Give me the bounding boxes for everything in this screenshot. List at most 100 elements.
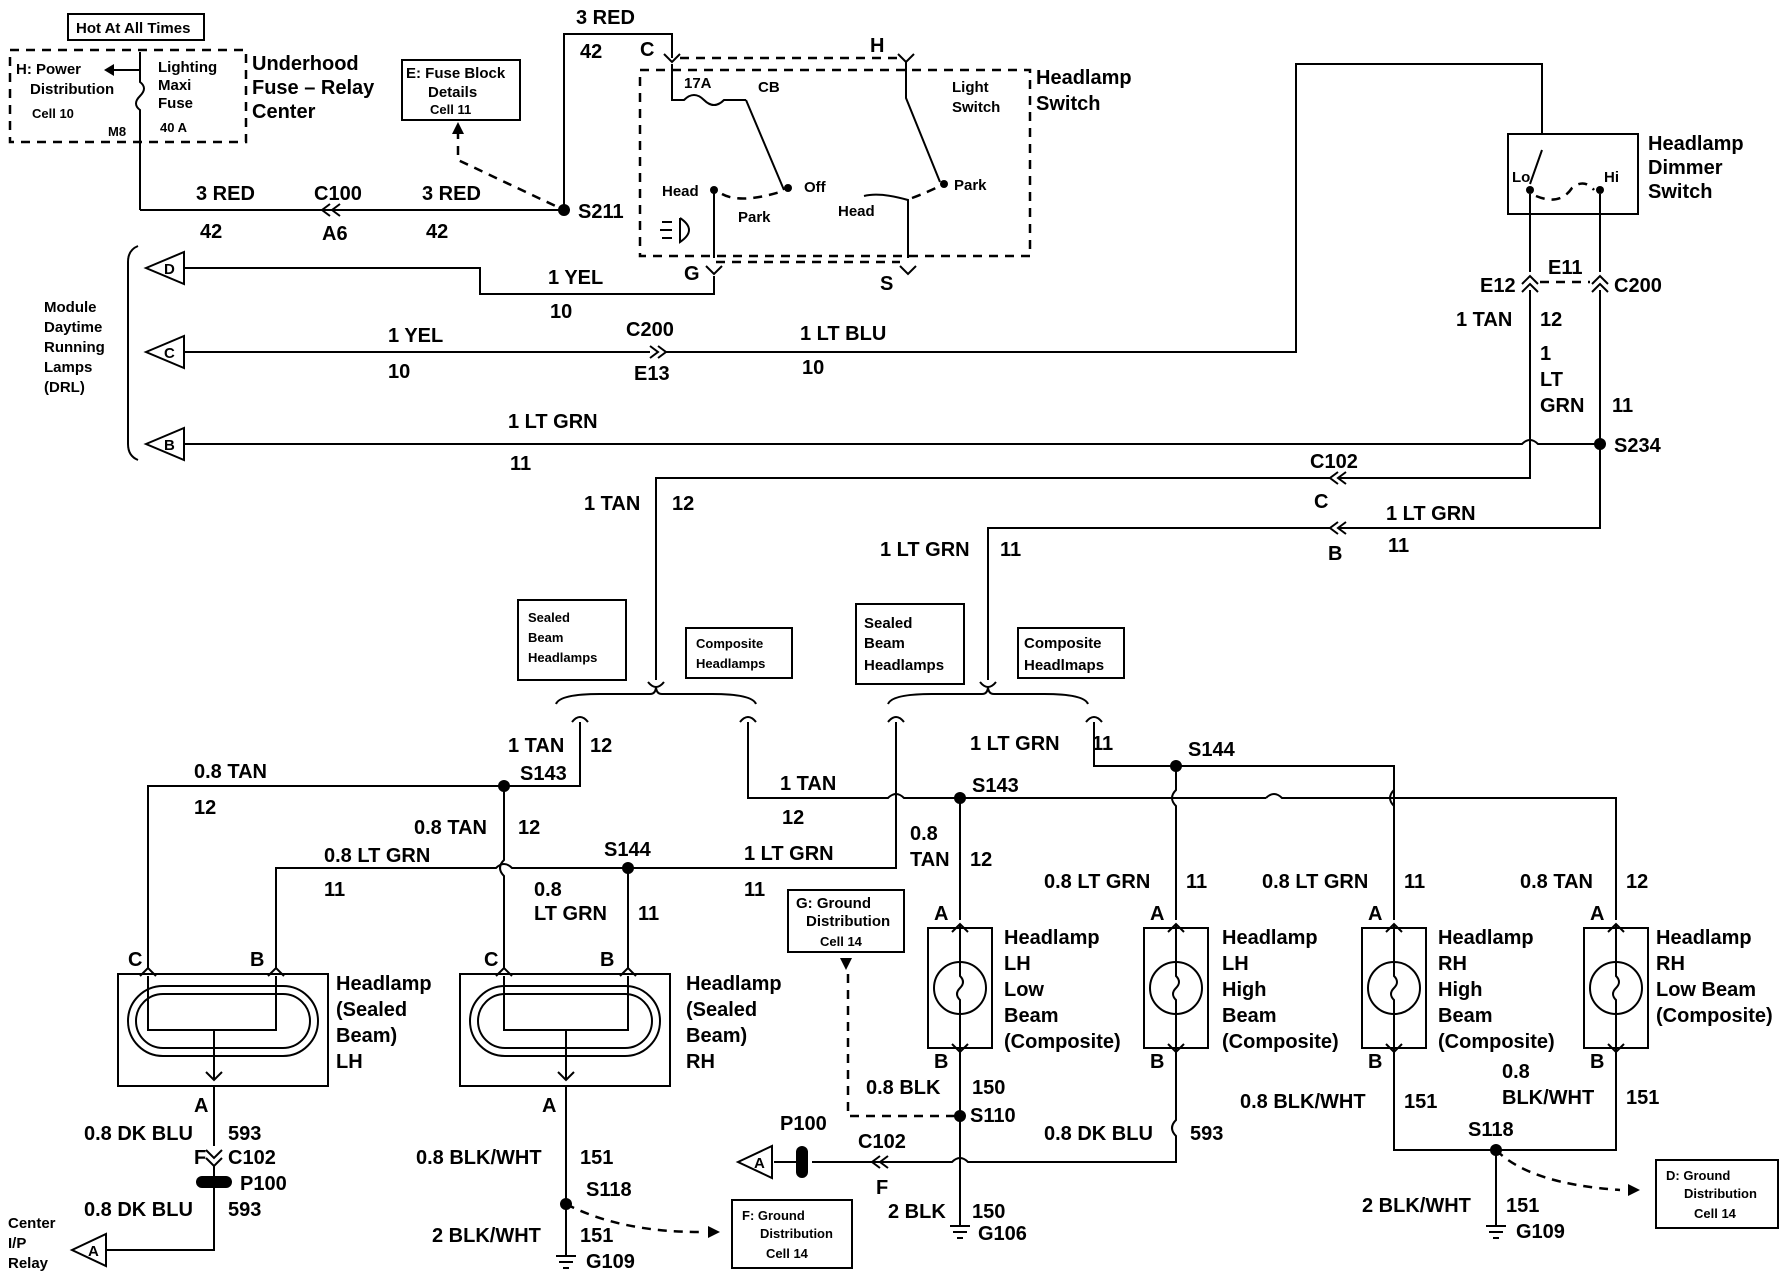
- ground-g106-icon: [950, 1225, 970, 1239]
- circuit-151-ground-right: 151: [1506, 1195, 1539, 1217]
- connector-p100-bottom-label: P100: [780, 1113, 827, 1135]
- circuit-42-left: 42: [200, 221, 222, 243]
- switch-off-label: Off: [804, 179, 827, 196]
- drl-label-2: Daytime: [44, 319, 102, 336]
- circuit-10-top: 10: [550, 301, 572, 323]
- ground-g106-label: G106: [978, 1223, 1027, 1245]
- connector-e13-label: E13: [634, 363, 670, 385]
- lamp-sealed-lh-title-4: LH: [336, 1051, 363, 1073]
- wire-label-dkblu-lh-high: 0.8 DK BLU: [1044, 1123, 1153, 1145]
- connector-c102-bottom-icon: [870, 1155, 889, 1169]
- lamp-rh-low-pin-a: A: [1590, 903, 1604, 925]
- fuse-rating: 40 A: [160, 120, 188, 135]
- circuit-12-sealed: 12: [590, 735, 612, 757]
- switch-pin-c-connector: [663, 53, 681, 64]
- connector-c100-label: C100: [314, 183, 362, 205]
- wire-label-tan-sealed: 1 TAN: [508, 735, 564, 757]
- ground-dist-f-box: [731, 1199, 853, 1269]
- ground-dist-g-2: Distribution: [806, 913, 890, 930]
- splice-s143-left-label: S143: [520, 763, 567, 785]
- connector-e11-label: E11: [1548, 257, 1582, 279]
- lamp-lh-high-pin-b: B: [1150, 1051, 1164, 1073]
- switch-blade-left: [745, 99, 785, 191]
- lamp-sealed-rh-title-1: Headlamp: [686, 973, 782, 995]
- headlamp-sealed-lh: C B Headlamp (Sealed Beam) LH: [117, 949, 432, 1087]
- lamp-sealed-lh-pin-c: C: [128, 949, 142, 971]
- wire-ltgrn-trunk: [987, 527, 1330, 680]
- wire-ltblu: [666, 63, 1543, 353]
- connector-c102-pin-b: B: [1328, 543, 1342, 565]
- pdc-label-1: H: Power: [16, 61, 81, 78]
- option-composite-left-1: Composite: [696, 636, 763, 651]
- option-trunk-ends: [647, 681, 997, 688]
- connector-c102-pin-f: F: [194, 1147, 206, 1169]
- splice-s118-right-label: S118: [1468, 1119, 1514, 1141]
- lamp-lh-high-title-1: Headlamp: [1222, 927, 1318, 949]
- lamp-sealed-lh-title-2: (Sealed: [336, 999, 407, 1021]
- lamp-lh-low-title-1: Headlamp: [1004, 927, 1100, 949]
- circuit-11-trunk: 11: [1000, 539, 1021, 561]
- drl-label-4: Lamps: [44, 359, 92, 376]
- option-stub-ends: [571, 716, 1103, 723]
- relay-pin-a-terminal: [69, 1232, 107, 1268]
- option-sealed-left-1: Sealed: [528, 610, 570, 625]
- switch-breaker-symbol: [671, 64, 746, 106]
- option-sealed-right-3: Headlamps: [864, 657, 944, 674]
- headlamp-rh-low-composite: A B Headlamp RH Low Beam (Composite): [1583, 903, 1773, 1073]
- connector-c200-e13-icon: [649, 345, 668, 359]
- connector-p100-bottom: [796, 1146, 808, 1178]
- circuit-12-dimmer: 12: [1540, 309, 1562, 331]
- headlamp-switch-title-2: Switch: [1036, 93, 1100, 115]
- splice-s234-label: S234: [1614, 435, 1662, 457]
- lamp-lh-high-pin-a: A: [1150, 903, 1164, 925]
- wire-tan-rh-sealed: [499, 786, 505, 968]
- terminal-a-bottom: [735, 1144, 773, 1180]
- connector-c200-label-mid: C200: [626, 319, 674, 341]
- wire-label-ltgrn-dimmer-2: LT: [1540, 369, 1563, 391]
- lamp-sealed-lh-bulb-inner: [135, 993, 311, 1049]
- lamp-lh-low-title-5: (Composite): [1004, 1031, 1121, 1053]
- dimmer-title-1: Headlamp: [1648, 133, 1744, 155]
- dimmer-contact-lo: [1526, 186, 1534, 194]
- headlamp-lh-low-composite: A B Headlamp LH Low Beam (Composite): [927, 903, 1121, 1073]
- lamp-rh-high-title-1: Headlamp: [1438, 927, 1534, 949]
- wire-ltgrn-lh-sealed: [275, 863, 628, 968]
- splice-s143-right-label: S143: [972, 775, 1019, 797]
- circuit-593-lh-2: 593: [228, 1199, 261, 1221]
- circuit-11-rh-high: 11: [1404, 871, 1425, 893]
- relay-pin-a: A: [88, 1243, 99, 1260]
- wire-label-blkwht-rh-high: 0.8 BLK/WHT: [1240, 1091, 1366, 1113]
- drl-label-5: (DRL): [44, 379, 85, 396]
- switch-cb-label: CB: [758, 79, 780, 96]
- wire-tan-rh-low: [1265, 793, 1617, 920]
- wire-tan-sealed-stub: [504, 722, 581, 787]
- wire-label-blkwht-rh-low-2: BLK/WHT: [1502, 1087, 1594, 1109]
- wire-label-blkwht-ground-left: 2 BLK/WHT: [432, 1225, 541, 1247]
- option-selectors: Sealed Beam Headlamps Composite Headlamp…: [517, 599, 1125, 705]
- option-composite-right-1: Composite: [1024, 635, 1102, 652]
- lamp-lh-low-pin-b: B: [934, 1051, 948, 1073]
- connector-c102-label-top: C102: [1310, 451, 1358, 473]
- ground-dist-d-box: [1655, 1159, 1779, 1229]
- splice-s118-left-label: S118: [586, 1179, 632, 1201]
- splice-s234: [1594, 438, 1606, 450]
- splice-s211-label: S211: [578, 201, 624, 223]
- wire-label-ltgrn-c102: 1 LT GRN: [1386, 503, 1476, 525]
- wire-label-red-top: 3 RED: [576, 7, 635, 29]
- fuse-block-cell: Cell 11: [430, 102, 471, 117]
- wire-label-ltgrn-composite: 1 LT GRN: [970, 733, 1060, 755]
- circuit-151-rh-low: 151: [1626, 1087, 1659, 1109]
- headlamp-dimmer-switch: Lo Hi Headlamp Dimmer Switch: [1507, 133, 1744, 215]
- circuit-11-lh-high: 11: [1186, 871, 1207, 893]
- connector-e12-icon: [1521, 274, 1539, 293]
- option-sealed-left-2: Beam: [528, 630, 563, 645]
- circuit-11-dimmer: 11: [1612, 395, 1633, 417]
- switch-park-label-left: Park: [738, 209, 771, 226]
- lamp-sealed-lh-bulb-outer: [127, 985, 319, 1057]
- lamp-sealed-rh-title-4: RH: [686, 1051, 715, 1073]
- connector-p100-lh-label: P100: [240, 1173, 287, 1195]
- wire-label-tan-trunk: 1 TAN: [584, 493, 640, 515]
- lamp-lh-high-title-3: High: [1222, 979, 1266, 1001]
- circuit-10-ltblu: 10: [802, 357, 824, 379]
